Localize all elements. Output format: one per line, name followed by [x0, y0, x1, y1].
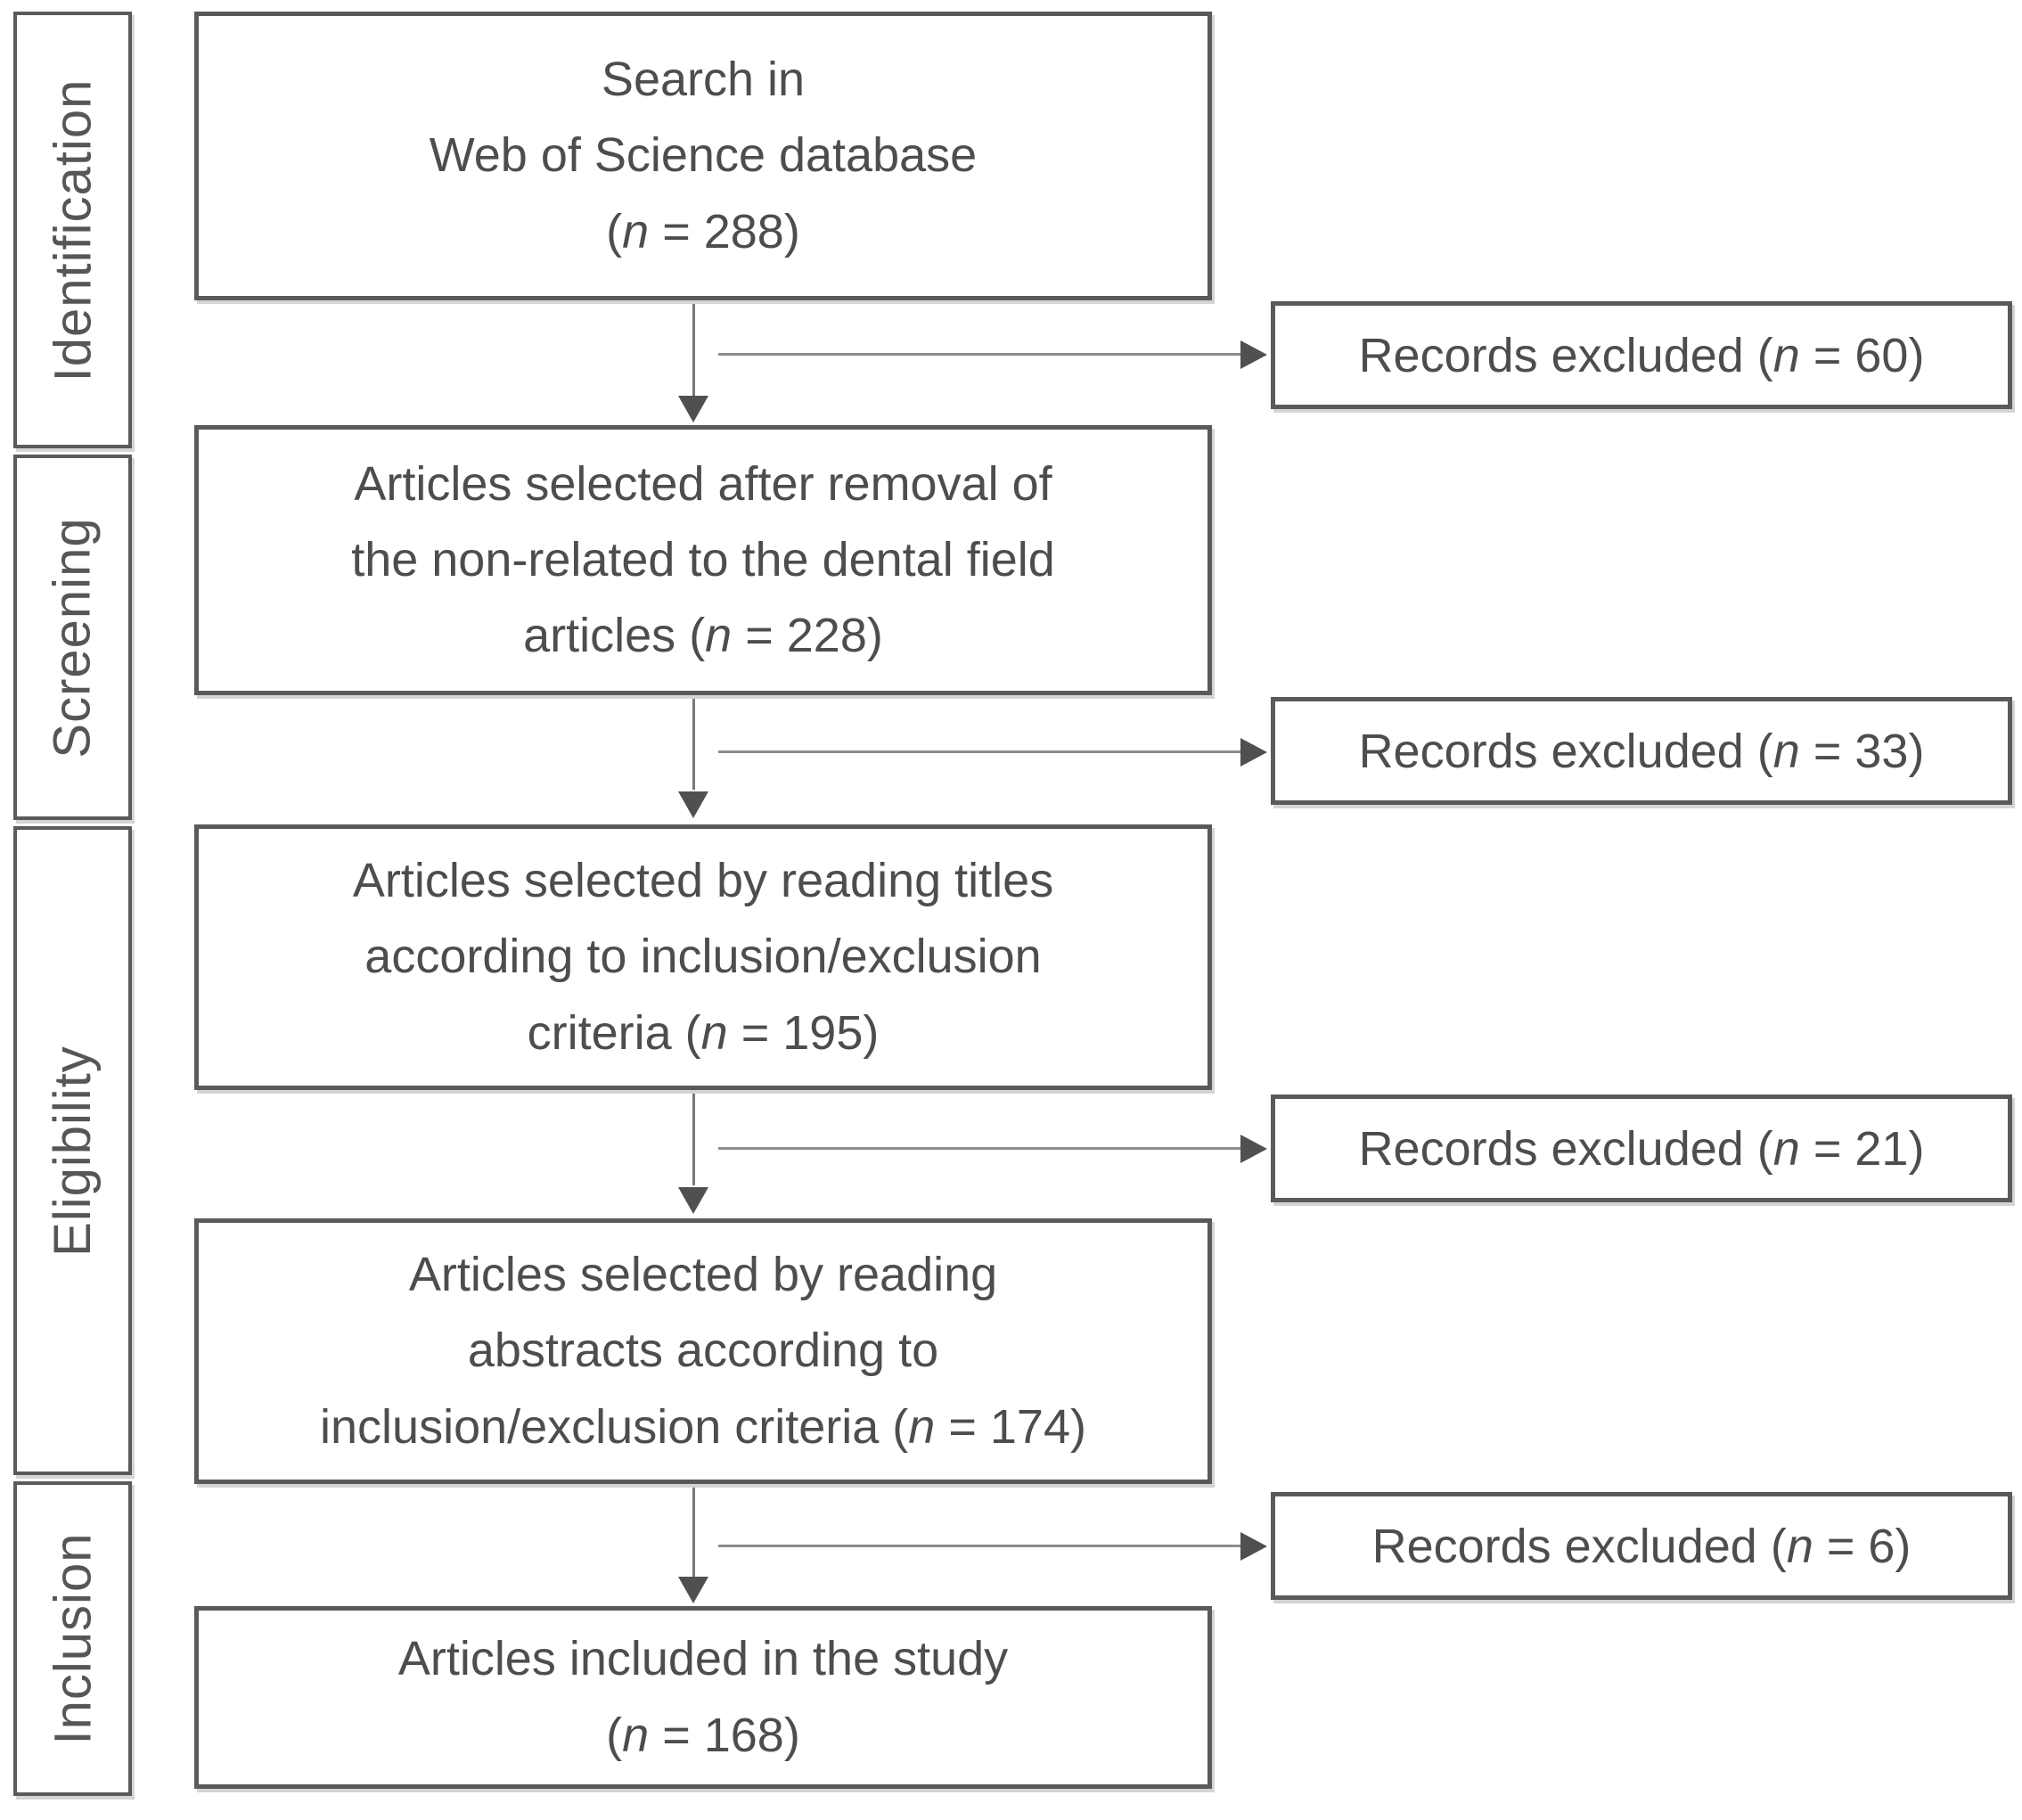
down-arrow-line-1 [692, 304, 695, 397]
stage-box-inclusion: Inclusion [13, 1481, 132, 1796]
branch-arrow-line-1 [718, 353, 1240, 356]
excluded-box-1: Records excluded (n = 60) [1271, 301, 2012, 409]
right-arrow-head-icon [1240, 340, 1267, 369]
text-line: Records excluded (n = 6) [1371, 1519, 1911, 1573]
text-line: Search in [601, 53, 806, 107]
stage-box-eligibility: Eligibility [13, 826, 132, 1475]
flow-box-included: Articles included in the study (n = 168) [194, 1606, 1212, 1789]
excluded-box-3: Records excluded (n = 21) [1271, 1094, 2012, 1202]
excluded-box-2: Records excluded (n = 33) [1271, 697, 2012, 805]
text-line: according to inclusion/exclusion [364, 930, 1042, 984]
text-line: Articles selected after removal of [354, 456, 1052, 511]
flow-box-after-removal: Articles selected after removal of the no… [194, 425, 1212, 695]
down-arrow-line-4 [692, 1488, 695, 1577]
excluded-box-4: Records excluded (n = 6) [1271, 1492, 2012, 1600]
text-line: (n = 288) [606, 204, 800, 258]
text-line: abstracts according to [467, 1324, 939, 1378]
right-arrow-head-icon [1240, 738, 1267, 767]
stage-label-identification: Identification [44, 78, 102, 381]
flow-box-by-reading-titles: Articles selected by reading titles accor… [194, 824, 1212, 1090]
text-line: articles (n = 228) [523, 609, 883, 663]
text-line: Articles selected by reading [408, 1248, 998, 1302]
flow-box-by-reading-abstracts: Articles selected by reading abstracts ac… [194, 1218, 1212, 1484]
text-line: Articles selected by reading titles [352, 854, 1054, 908]
stage-box-screening: Screening [13, 455, 132, 820]
down-arrow-head-icon [678, 791, 708, 818]
stage-label-eligibility: Eligibility [44, 1045, 102, 1257]
down-arrow-head-icon [678, 1577, 708, 1603]
text-line: Records excluded (n = 33) [1358, 724, 1925, 778]
stage-box-identification: Identification [13, 12, 132, 448]
down-arrow-head-icon [678, 1187, 708, 1214]
branch-arrow-line-2 [718, 750, 1240, 753]
text-line: Web of Science database [429, 128, 978, 183]
text-line: Records excluded (n = 21) [1358, 1121, 1925, 1176]
text-line: Records excluded (n = 60) [1358, 328, 1925, 382]
stage-label-inclusion: Inclusion [44, 1532, 102, 1745]
text-line: the non-related to the dental field [351, 532, 1055, 586]
right-arrow-head-icon [1240, 1532, 1267, 1561]
down-arrow-line-2 [692, 699, 695, 790]
down-arrow-head-icon [678, 396, 708, 422]
text-line: criteria (n = 195) [527, 1005, 880, 1060]
down-arrow-line-3 [692, 1094, 695, 1185]
right-arrow-head-icon [1240, 1135, 1267, 1163]
branch-arrow-line-3 [718, 1147, 1240, 1150]
text-line: inclusion/exclusion criteria (n = 174) [320, 1399, 1086, 1454]
flow-box-search: Search in Web of Science database (n = 288… [194, 12, 1212, 300]
stage-label-screening: Screening [44, 516, 102, 758]
branch-arrow-line-4 [718, 1545, 1240, 1547]
text-line: (n = 168) [606, 1708, 800, 1762]
text-line: Articles included in the study [397, 1632, 1009, 1686]
